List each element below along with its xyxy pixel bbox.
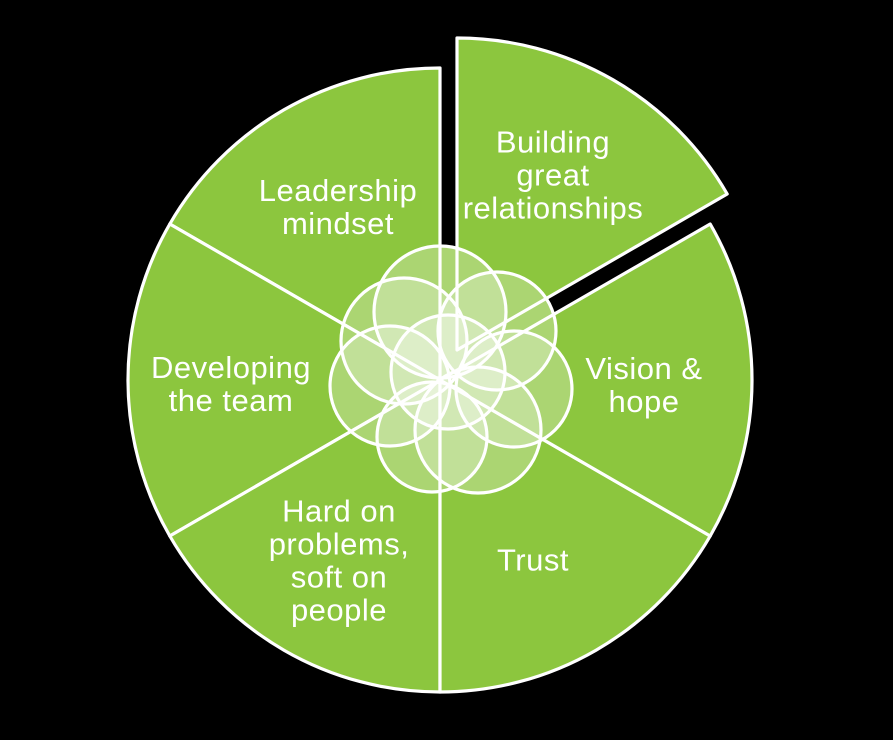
slice-developing-the-team <box>126 222 442 538</box>
segment-label-leadership-mindset: Leadership mindset <box>258 173 418 241</box>
slice-building-great-relationships-exploded <box>455 36 729 352</box>
rosette-circle <box>413 365 543 495</box>
slice-trust <box>438 378 712 694</box>
slice-hard-on-problems-soft-on-people <box>168 378 442 694</box>
rosette-circle <box>436 270 558 392</box>
center-rosette <box>328 244 574 495</box>
segment-label-hard-on-problems-soft-on-people: Hard on problems, soft on people <box>268 493 410 627</box>
segment-label-trust: Trust <box>497 542 569 578</box>
slice-leadership-mindset <box>168 66 442 382</box>
segment-label-building-great-relationships: Building great relationships <box>462 124 644 226</box>
segment-label-developing-the-team: Developing the team <box>150 350 312 418</box>
rosette-circle <box>375 380 489 494</box>
rosette-circle <box>339 276 469 406</box>
segment-label-vision-and-hope: Vision & hope <box>585 351 703 419</box>
slice-vision-and-hope <box>438 222 754 538</box>
wheel-slices <box>126 36 754 694</box>
